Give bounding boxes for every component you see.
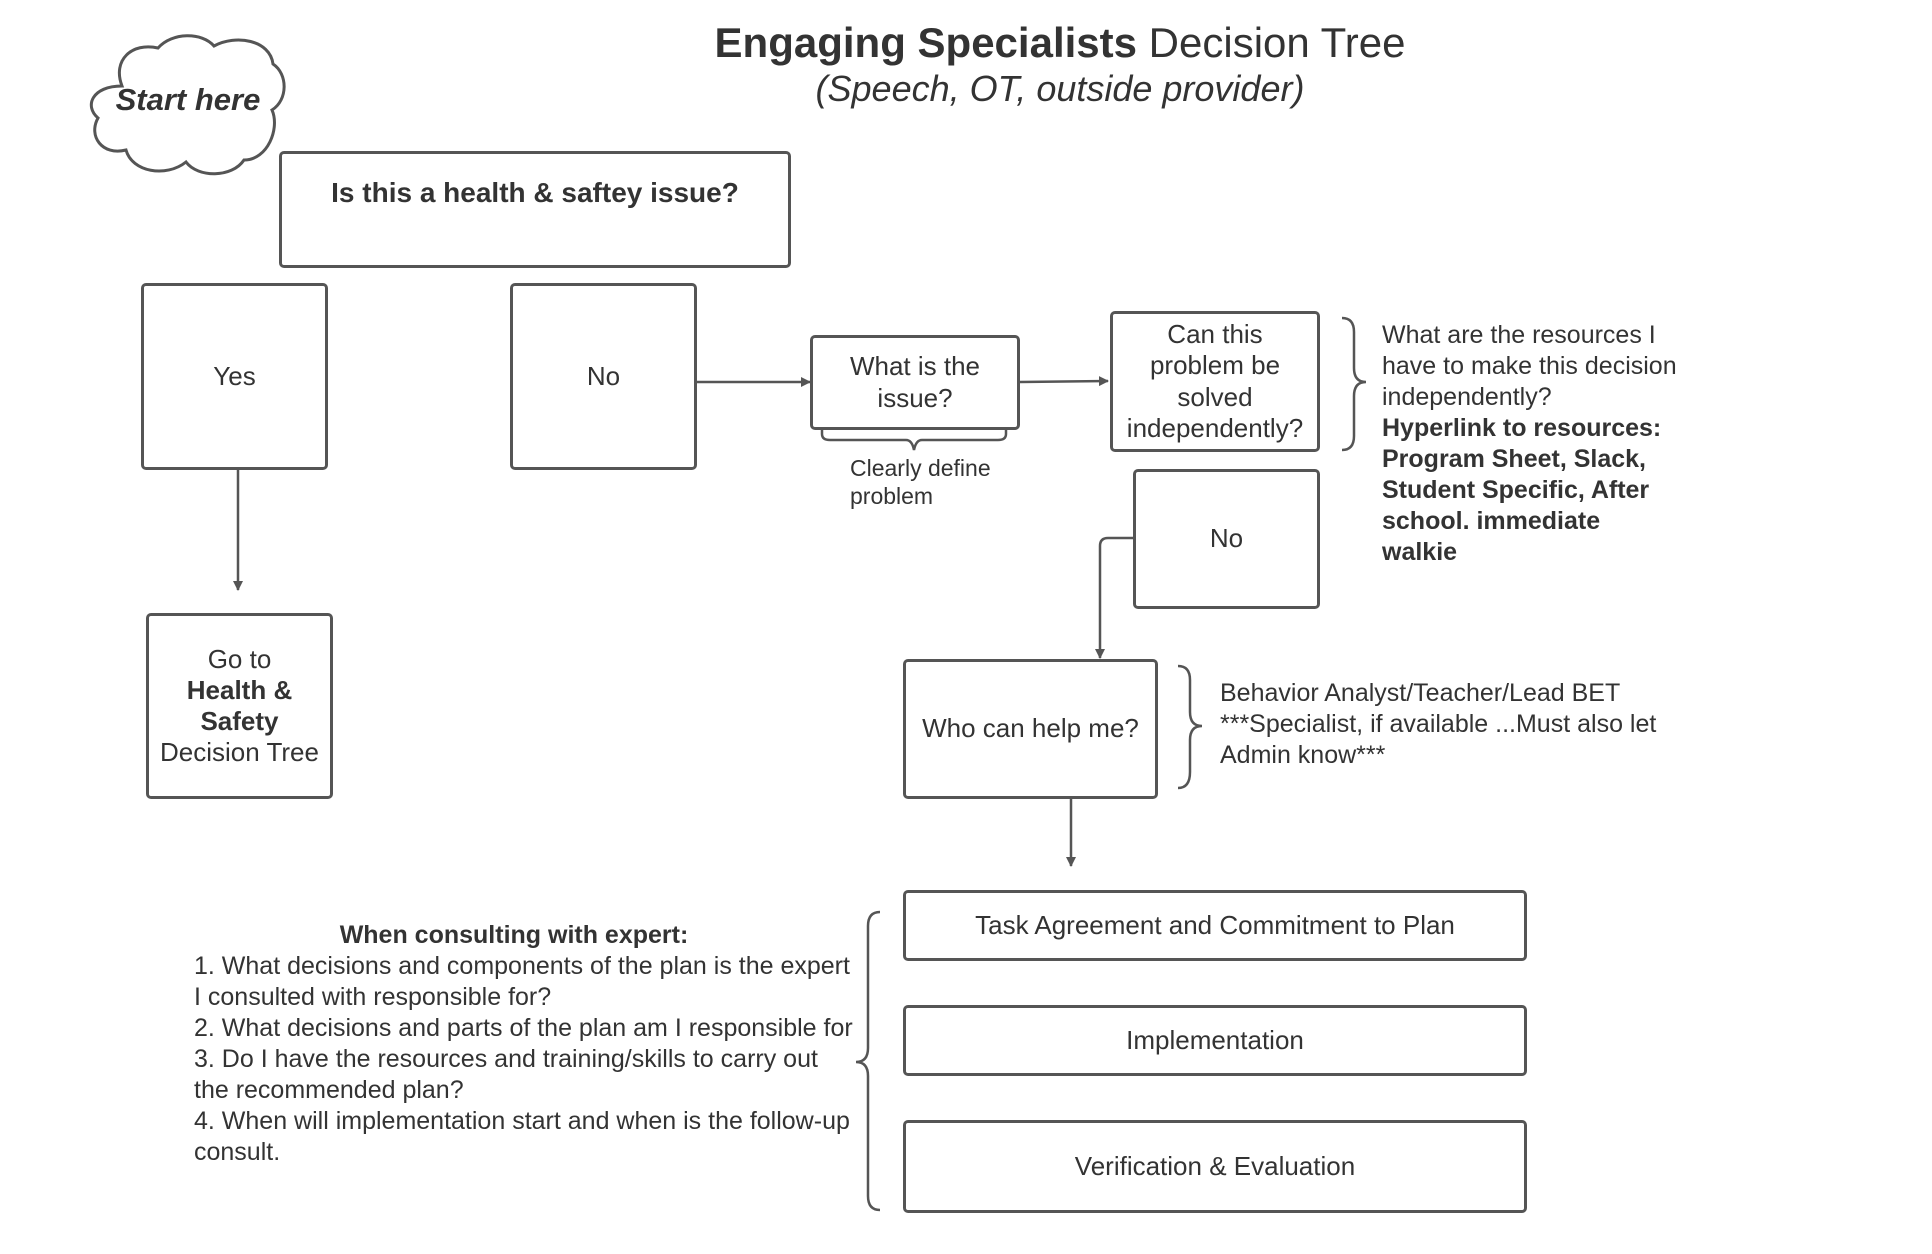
verification-box: Verification & Evaluation [903, 1120, 1527, 1213]
helpers-note: Behavior Analyst/Teacher/Lead BET ***Spe… [1220, 679, 1657, 769]
task-agreement-box: Task Agreement and Commitment to Plan [903, 890, 1527, 961]
arrow-issue-to-solvable [1019, 376, 1109, 387]
yes-box: Yes [141, 283, 328, 470]
no-label: No [586, 360, 621, 391]
page-title: Engaging Specialists Decision Tree [560, 16, 1560, 70]
title-bold: Engaging Specialists [714, 19, 1137, 66]
issue-note-brace [820, 428, 1008, 451]
resources-brace [1341, 316, 1367, 452]
title-rest: Decision Tree [1137, 19, 1406, 66]
consult-brace [855, 910, 881, 1212]
consult-block: When consulting with expert: 1. What dec… [194, 920, 854, 1168]
resources-links: Hyperlink to resources: Program Sheet, S… [1382, 414, 1662, 566]
what-is-issue-box: What is the issue? [810, 335, 1020, 430]
consult-item: 2. What decisions and parts of the plan … [194, 1014, 853, 1042]
consult-heading: When consulting with expert: [339, 921, 689, 949]
can-solve-text: Can this problem be solved independently… [1126, 319, 1304, 443]
health-safety-question-box: Is this a health & saftey issue? [279, 151, 791, 268]
page-subtitle: (Speech, OT, outside provider) [815, 68, 1305, 109]
yes-label: Yes [213, 360, 256, 391]
helpers-brace [1177, 664, 1203, 790]
goto-bold: Health & Safety [186, 674, 293, 736]
no-box: No [510, 283, 697, 470]
arrow-no-to-who-help [1095, 536, 1135, 659]
who-can-help-text: Who can help me? [922, 713, 1139, 744]
who-can-help-box: Who can help me? [903, 659, 1158, 799]
can-solve-box: Can this problem be solved independently… [1110, 311, 1320, 452]
implementation-box: Implementation [903, 1005, 1527, 1076]
resources-note: What are the resources I have to make th… [1382, 320, 1682, 568]
clearly-define-note: Clearly define problem [850, 455, 991, 509]
no-mid-box: No [1133, 469, 1320, 609]
resources-question: What are the resources I have to make th… [1382, 321, 1677, 411]
no-mid-label: No [1209, 523, 1244, 554]
goto-post: Decision Tree [160, 737, 319, 768]
consult-item: 4. When will implementation start and wh… [194, 1107, 850, 1166]
consult-item: 1. What decisions and components of the … [194, 952, 850, 1011]
start-cloud-shape [89, 34, 286, 176]
task-agreement-text: Task Agreement and Commitment to Plan [975, 909, 1455, 940]
start-here-label: Start here [115, 82, 261, 117]
goto-health-safety-box: Go to Health & Safety Decision Tree [146, 613, 333, 799]
goto-pre: Go to [207, 643, 272, 674]
consult-item: 3. Do I have the resources and training/… [194, 1045, 818, 1104]
what-is-issue-text: What is the issue? [849, 351, 981, 413]
verification-text: Verification & Evaluation [1074, 1150, 1356, 1181]
implementation-text: Implementation [1126, 1024, 1304, 1055]
health-safety-question-text: Is this a health & saftey issue? [331, 177, 739, 208]
